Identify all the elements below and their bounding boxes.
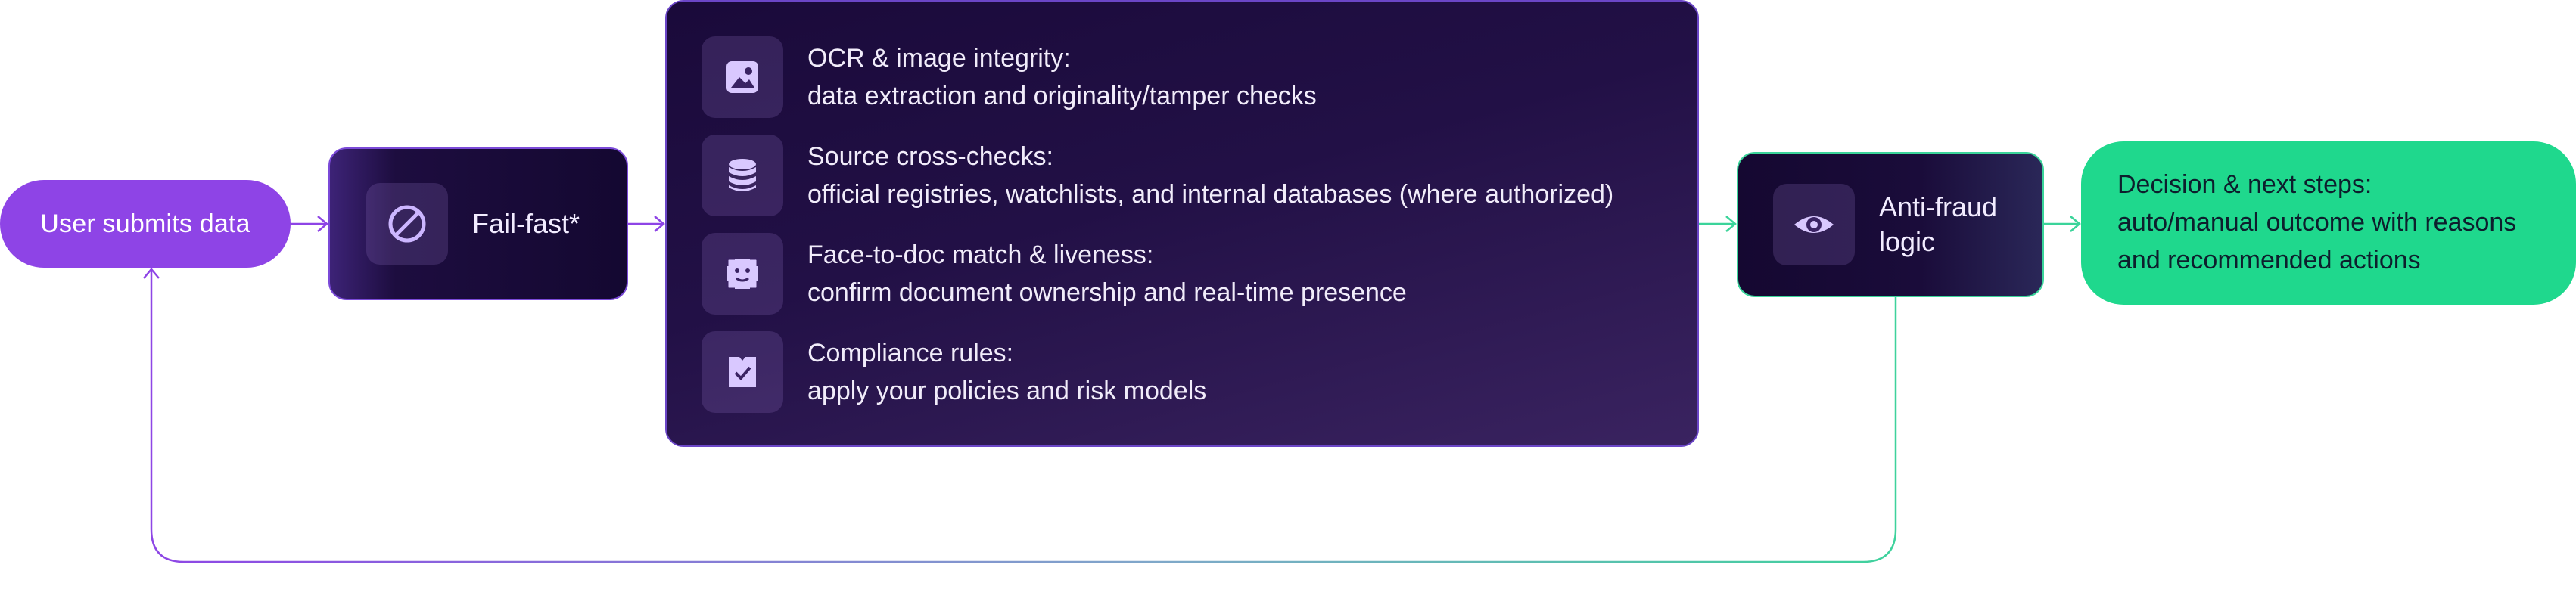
arrow-checks-to-antifraud: [1699, 216, 1737, 232]
decision-line2: auto/manual outcome with reasons: [2117, 208, 2517, 237]
arrow-antifraud-to-decision: [2044, 216, 2081, 232]
check-title: Source cross-checks:: [807, 142, 1053, 171]
image-icon: [702, 36, 783, 118]
node-fail-fast: Fail-fast*: [328, 147, 628, 300]
arrow-start-to-failfast: [291, 216, 328, 232]
face-scan-icon: [702, 233, 783, 315]
check-detail: data extraction and originality/tamper c…: [807, 82, 1317, 110]
decision-line3: and recommended actions: [2117, 246, 2421, 274]
check-title: OCR & image integrity:: [807, 44, 1071, 73]
node-anti-fraud: Anti-fraud logic: [1737, 152, 2044, 297]
node-user-submits-data-label: User submits data: [40, 209, 250, 238]
check-title: Compliance rules:: [807, 339, 1014, 368]
feedback-loop-arrow: [143, 268, 1897, 563]
check-item-ocr: OCR & image integrity: data extraction a…: [702, 36, 1697, 118]
check-detail: official registries, watchlists, and int…: [807, 180, 1614, 209]
node-verification-checks: OCR & image integrity: data extraction a…: [665, 0, 1699, 447]
check-item-source: Source cross-checks: official registries…: [702, 135, 1697, 216]
node-anti-fraud-label-line1: Anti-fraud: [1879, 191, 1998, 222]
check-detail: apply your policies and risk models: [807, 377, 1207, 405]
verified-badge-icon: [702, 331, 783, 413]
node-fail-fast-label: Fail-fast*: [472, 208, 580, 239]
decision-line1: Decision & next steps:: [2117, 170, 2372, 199]
check-item-face: Face-to-doc match & liveness: confirm do…: [702, 233, 1697, 315]
eye-icon: [1773, 184, 1855, 265]
node-decision: Decision & next steps: auto/manual outco…: [2081, 141, 2576, 305]
check-title: Face-to-doc match & liveness:: [807, 240, 1154, 269]
node-user-submits-data: User submits data: [0, 180, 291, 268]
check-item-compliance: Compliance rules: apply your policies an…: [702, 331, 1697, 413]
prohibited-icon: [366, 183, 448, 265]
node-anti-fraud-label-line2: logic: [1879, 226, 1936, 257]
database-icon: [702, 135, 783, 216]
arrow-failfast-to-checks: [628, 216, 665, 232]
check-detail: confirm document ownership and real-time…: [807, 278, 1407, 307]
